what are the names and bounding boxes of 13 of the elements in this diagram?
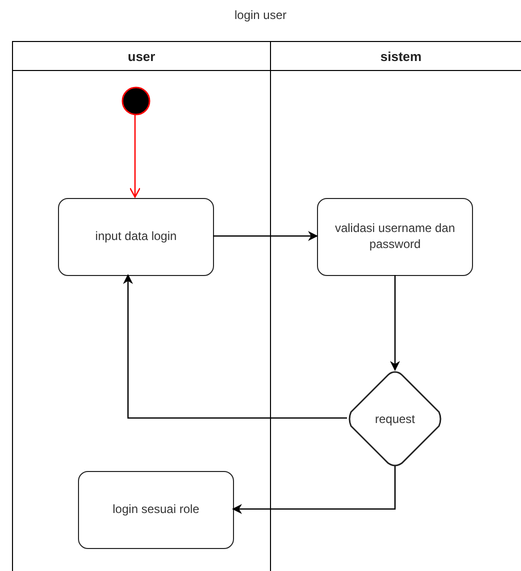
- arrow: [232, 466, 396, 514]
- swimlane: [12, 41, 271, 571]
- lane-header: user: [13, 42, 270, 71]
- arrow: [390, 275, 400, 371]
- arrow: [129, 114, 141, 198]
- activity-box: input data login: [58, 198, 214, 276]
- activity-box: validasi username dan password: [317, 198, 473, 276]
- lane-header: sistem: [271, 42, 521, 71]
- diagram-title: login user: [234, 8, 287, 22]
- arrow: [213, 231, 318, 241]
- decision-label: request: [374, 412, 416, 426]
- activity-box: login sesuai role: [78, 471, 234, 549]
- arrow: [123, 274, 347, 419]
